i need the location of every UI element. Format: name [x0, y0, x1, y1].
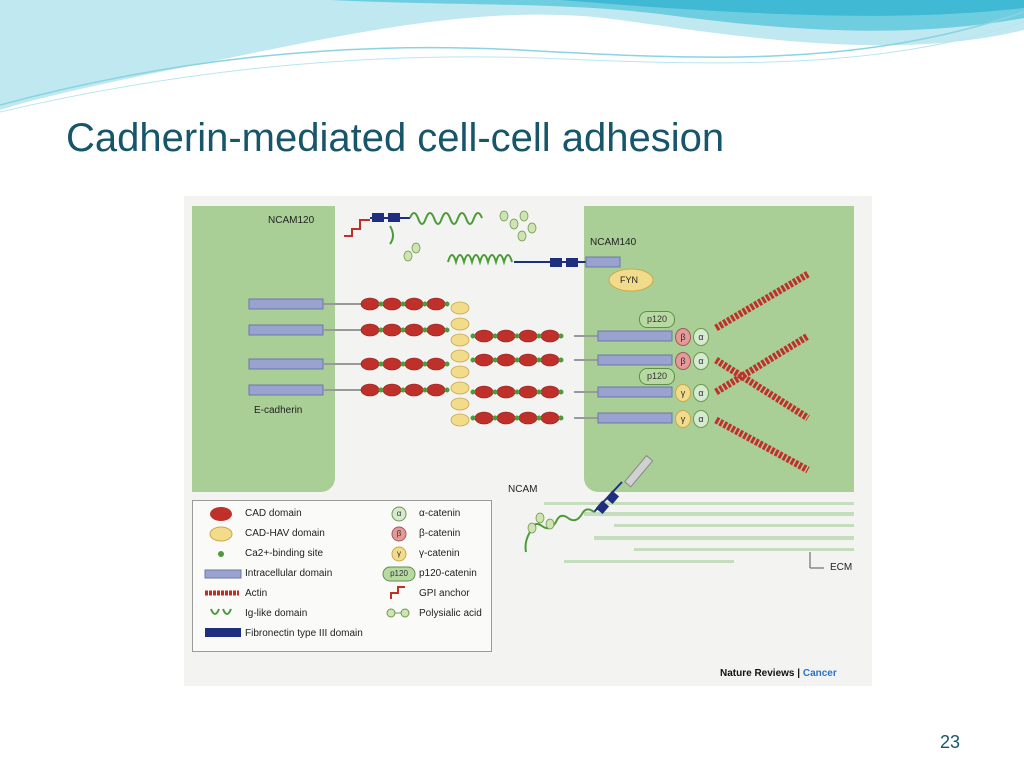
legend-alpha-symbol: α — [396, 509, 402, 518]
p120-catenin-swatch — [382, 566, 416, 582]
left-cad-chains — [360, 297, 446, 397]
alpha-catenin-marker-2: α — [693, 352, 709, 370]
alpha-catenin-marker-4: α — [693, 410, 709, 428]
gamma-catenin-swatch — [391, 546, 407, 562]
legend-p120-catenin: p120-catenin — [419, 568, 477, 579]
figure-legend: α β γ p120 CAD domain CAD-HAV domain Ca2… — [192, 500, 492, 652]
fyn-kinase — [608, 268, 654, 292]
p120-catenin-marker-2: p120 — [639, 368, 675, 385]
gamma-catenin-marker-2: γ — [675, 410, 691, 428]
legend-alpha-catenin: α-catenin — [419, 508, 461, 519]
cad-hav-domains — [450, 301, 470, 427]
legend-beta-catenin: β-catenin — [419, 528, 461, 539]
alpha-catenin-swatch — [391, 506, 407, 522]
ca-binding-site-swatch — [218, 551, 224, 557]
alpha-catenin-marker-1: α — [693, 328, 709, 346]
right-intracellular-domains — [597, 330, 673, 424]
slide-number: 23 — [940, 732, 961, 752]
ecm-label: ECM — [830, 562, 853, 573]
legend-actin: Actin — [245, 588, 268, 599]
beta-catenin-swatch — [391, 526, 407, 542]
gpi-anchor-swatch — [390, 586, 405, 599]
ncam140-label: NCAM140 — [590, 237, 637, 248]
legend-cad-hav-domain: CAD-HAV domain — [245, 528, 325, 539]
intracellular-domain-swatch — [204, 569, 242, 579]
fibronectin-type-iii-swatch — [205, 628, 241, 637]
ca-binding-sites — [378, 301, 564, 421]
intracellular-domain — [585, 256, 621, 268]
legend-gamma-catenin: γ-catenin — [419, 548, 460, 559]
legend-ig-like-domain: Ig-like domain — [245, 608, 308, 619]
left-cell — [192, 206, 335, 492]
legend-gpi-anchor: GPI anchor — [419, 588, 470, 599]
ncam-label: NCAM — [508, 484, 538, 495]
cadherin-figure: p120 p120 β α β α γ α γ α NCAM120 NCAM14… — [184, 196, 872, 686]
cad-hav-domain-swatch — [209, 526, 233, 542]
fyn-label: FYN — [620, 275, 638, 285]
actin-filaments — [714, 270, 810, 474]
ecadherin-label: E-cadherin — [254, 405, 303, 416]
fibronectin-domain — [566, 258, 578, 267]
legend-beta-symbol: β — [396, 529, 402, 538]
legend-polysialic-acid: Polysialic acid — [419, 608, 482, 619]
legend-intracellular-domain: Intracellular domain — [245, 568, 333, 579]
credit-separator: | — [794, 668, 803, 679]
polysialic-acid-swatch — [386, 608, 410, 618]
p120-catenin-marker-1: p120 — [639, 311, 675, 328]
legend-swatches — [204, 506, 416, 637]
fibronectin-domain — [372, 213, 384, 222]
beta-catenin-marker-2: β — [675, 352, 691, 370]
ig-like-domain-swatch — [210, 608, 232, 615]
fibronectin-domain — [388, 213, 400, 222]
ncam120-label: NCAM120 — [268, 215, 315, 226]
gamma-catenin-marker-1: γ — [675, 384, 691, 402]
credit-source: Nature Reviews — [720, 668, 795, 679]
alpha-catenin-marker-3: α — [693, 384, 709, 402]
legend-fibronectin-domain: Fibronectin type III domain — [245, 628, 363, 639]
legend-ca-binding-site: Ca2+-binding site — [245, 548, 324, 559]
beta-catenin-marker-1: β — [675, 328, 691, 346]
header-wave — [0, 0, 1024, 113]
legend-cad-domain: CAD domain — [245, 508, 302, 519]
right-cell — [584, 206, 858, 492]
fibronectin-domain — [550, 258, 562, 267]
cad-domain-swatch — [210, 507, 232, 521]
figure-credit: Nature Reviews | Cancer — [720, 668, 837, 679]
slide-title: Cadherin-mediated cell-cell adhesion — [66, 116, 725, 160]
legend-p120-symbol: p120 — [390, 569, 408, 578]
legend-gamma-symbol: γ — [397, 549, 401, 558]
credit-journal: Cancer — [802, 668, 837, 679]
ecm-stripes — [544, 502, 854, 563]
ncam-ecm-molecule — [524, 454, 654, 553]
